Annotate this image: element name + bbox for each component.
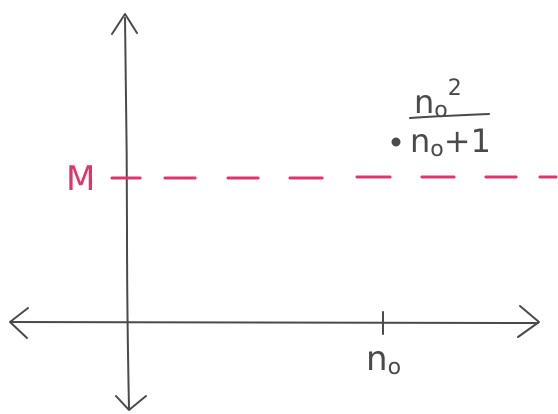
y-axis xyxy=(111,13,147,411)
point-denominator-rest: +1 xyxy=(444,122,491,160)
x-axis-left-arrow-icon xyxy=(9,307,29,339)
n0-label-subscript: o xyxy=(388,355,401,380)
y-axis-line xyxy=(124,17,130,409)
m-dashed-line xyxy=(110,175,558,180)
point-numerator-superscript: 2 xyxy=(448,76,462,101)
point-numerator-subscript: o xyxy=(434,98,447,123)
m-label: M xyxy=(66,159,95,199)
x-axis xyxy=(9,305,540,339)
fraction-bar xyxy=(409,113,490,119)
y-axis-top-arrow-icon xyxy=(111,13,138,35)
x-axis-right-arrow-icon xyxy=(517,305,540,338)
n0-label: no xyxy=(366,339,401,380)
x-axis-line xyxy=(11,321,539,324)
point-numerator-base: n xyxy=(414,83,434,121)
point-denominator-subscript: o xyxy=(430,137,443,162)
n0-label-base: n xyxy=(366,339,388,379)
point-marker xyxy=(391,137,401,147)
y-axis-bottom-arrow-icon xyxy=(115,395,147,411)
point-denominator: no+1 xyxy=(410,122,491,162)
point-denominator-base: n xyxy=(410,122,430,160)
